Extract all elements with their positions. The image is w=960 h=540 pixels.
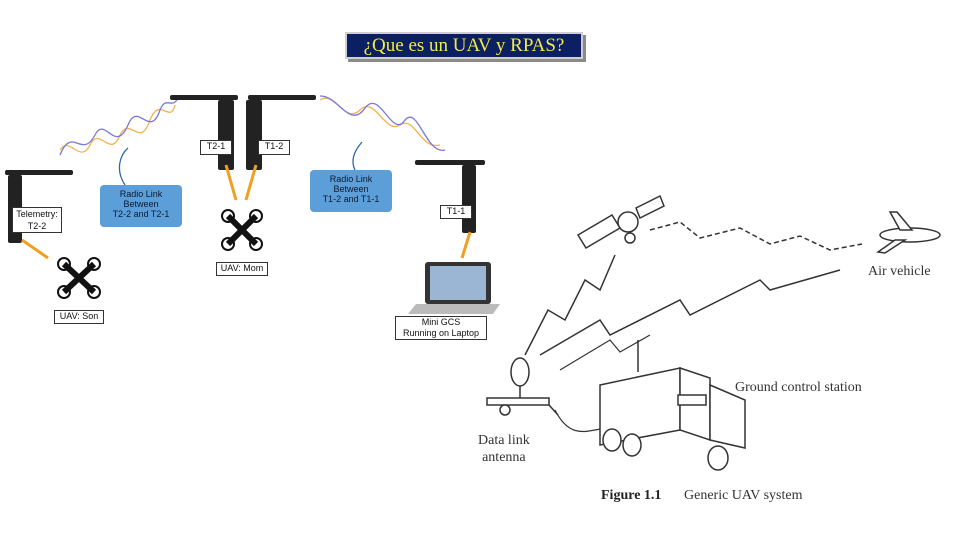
label-air-vehicle: Air vehicle — [868, 264, 931, 279]
radio-right-line3: T1-2 and T1-1 — [322, 194, 380, 204]
radio-left-line3: T2-2 and T2-1 — [112, 209, 170, 219]
radio-wave-right — [319, 95, 446, 151]
radio-link-bubble-left: Radio Link Between T2-2 and T2-1 — [100, 185, 182, 227]
data-link-line2: antenna — [482, 450, 526, 465]
label-ground-control-station: Ground control station — [735, 380, 862, 395]
link-arrows — [21, 164, 472, 260]
radio-right-line2: Between — [333, 184, 369, 194]
laptop — [408, 262, 500, 314]
radio-right-line1: Radio Link — [329, 174, 373, 184]
label-telemetry-line2: T2-2 — [27, 221, 47, 231]
gcs-line1: Mini GCS — [421, 317, 461, 327]
data-link-antenna — [486, 357, 559, 416]
figure-caption: Generic UAV system — [684, 488, 803, 503]
gcs-line2: Running on Laptop — [402, 328, 480, 338]
satellite — [576, 194, 665, 250]
data-link-line1: Data link — [478, 433, 530, 448]
label-uav-son: UAV: Son — [54, 310, 104, 324]
pointer-arrow-left — [118, 147, 129, 186]
drone-mom — [221, 209, 263, 251]
label-mini-gcs: Mini GCS Running on Laptop — [395, 316, 487, 340]
label-t1-2: T1-2 — [258, 140, 290, 155]
pointer-arrow-right — [352, 141, 363, 171]
antenna-t1-2 — [246, 95, 316, 170]
drone-son — [57, 257, 101, 299]
label-uav-mom: UAV: Mom — [216, 262, 268, 276]
radio-wave-left — [59, 97, 179, 156]
label-t1-1: T1-1 — [440, 205, 472, 219]
label-t2-1: T2-1 — [200, 140, 232, 155]
slide-title: ¿Que es un UAV y RPAS? — [345, 32, 583, 59]
figure-number: Figure 1.1 — [601, 488, 662, 503]
label-telemetry: Telemetry: T2-2 — [12, 207, 62, 233]
air-vehicle — [876, 211, 941, 254]
label-data-link-antenna: Data link antenna — [478, 432, 530, 466]
antenna-t1-1 — [415, 160, 485, 233]
radio-left-line2: Between — [123, 199, 159, 209]
ground-control-truck — [599, 340, 746, 471]
radio-left-line1: Radio Link — [119, 189, 163, 199]
antenna-t2-1 — [170, 95, 238, 170]
label-telemetry-line1: Telemetry: — [16, 209, 58, 219]
radio-link-bubble-right: Radio Link Between T1-2 and T1-1 — [310, 170, 392, 212]
